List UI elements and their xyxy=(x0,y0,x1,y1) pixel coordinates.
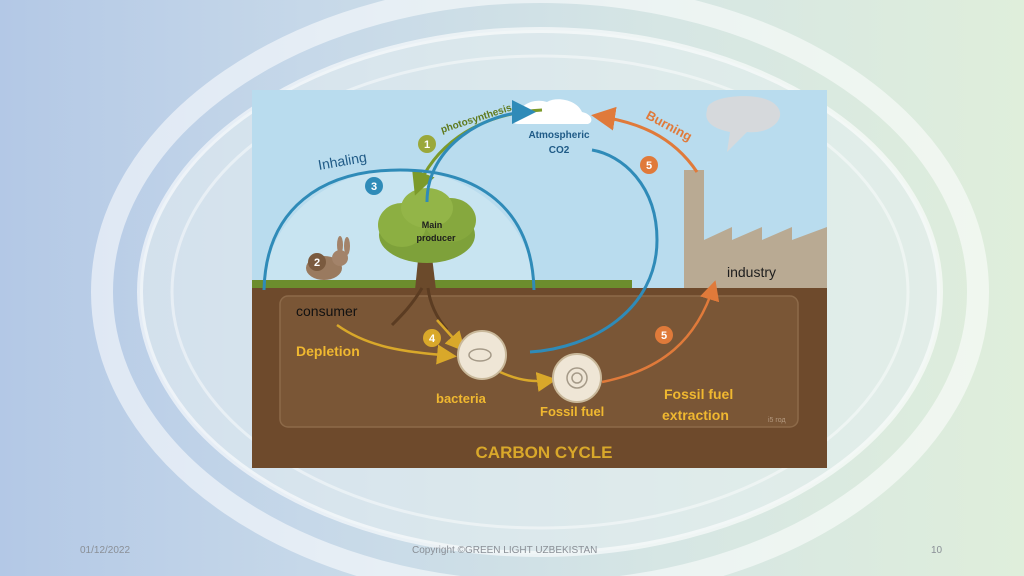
svg-text:3: 3 xyxy=(371,181,377,193)
fossil-fuel-extraction-label-line2: extraction xyxy=(662,407,729,423)
fossil-fuel-extraction-label: Fossil fuel xyxy=(664,386,733,402)
bacteria-label: bacteria xyxy=(436,391,487,406)
grass xyxy=(252,280,632,290)
badge-1: 1 xyxy=(418,135,436,153)
depletion-label: Depletion xyxy=(296,343,360,359)
svg-text:5: 5 xyxy=(661,330,667,342)
footer-date: 01/12/2022 xyxy=(80,545,131,556)
carbon-cycle-figure: 1 2 3 4 5 5 Atmospheric CO2 photosynthes… xyxy=(252,90,827,468)
bacteria-fossil-icon xyxy=(457,330,507,380)
badge-4: 4 xyxy=(423,329,441,347)
respiration-loop xyxy=(529,148,659,354)
consumer-decay-arrow xyxy=(336,323,457,365)
svg-text:4: 4 xyxy=(429,333,436,345)
extraction-arrow xyxy=(601,280,720,384)
decay-arrow xyxy=(436,319,466,352)
main-producer-label: Main xyxy=(422,220,443,230)
fossil-fuel-label: Fossil fuel xyxy=(540,404,604,419)
footer-copyright: Copyright ©GREEN LIGHT UZBEKISTAN xyxy=(412,545,598,556)
badge-2: 2 xyxy=(308,253,326,271)
bacteria-to-fuel-arrow xyxy=(499,370,557,392)
badge-3: 3 xyxy=(365,177,383,195)
atmosphere-label-line2: CO2 xyxy=(549,145,570,156)
smoke-cloud-icon xyxy=(706,96,781,152)
diagram-title: CARBON CYCLE xyxy=(476,443,613,462)
footer-page-number: 10 xyxy=(931,545,943,556)
badge-5-burning: 5 xyxy=(640,156,658,174)
burning-arrow xyxy=(591,106,699,173)
badge-5-extraction: 5 xyxy=(655,326,673,344)
atmosphere-label: Atmospheric xyxy=(528,130,590,141)
factory-icon xyxy=(684,170,827,290)
svg-text:2: 2 xyxy=(314,257,320,269)
watermark: i5 год xyxy=(768,417,786,424)
main-producer-label-line2: producer xyxy=(416,233,456,243)
svg-text:5: 5 xyxy=(646,160,652,172)
svg-text:1: 1 xyxy=(424,139,430,151)
industry-label: industry xyxy=(727,264,776,280)
co2-intake-arrow xyxy=(425,100,536,203)
consumer-label: consumer xyxy=(296,303,358,319)
inhaling-arc xyxy=(262,168,536,291)
main-producer-tree-icon xyxy=(378,188,476,331)
fossil-fuel-ammonite-icon xyxy=(552,353,602,403)
